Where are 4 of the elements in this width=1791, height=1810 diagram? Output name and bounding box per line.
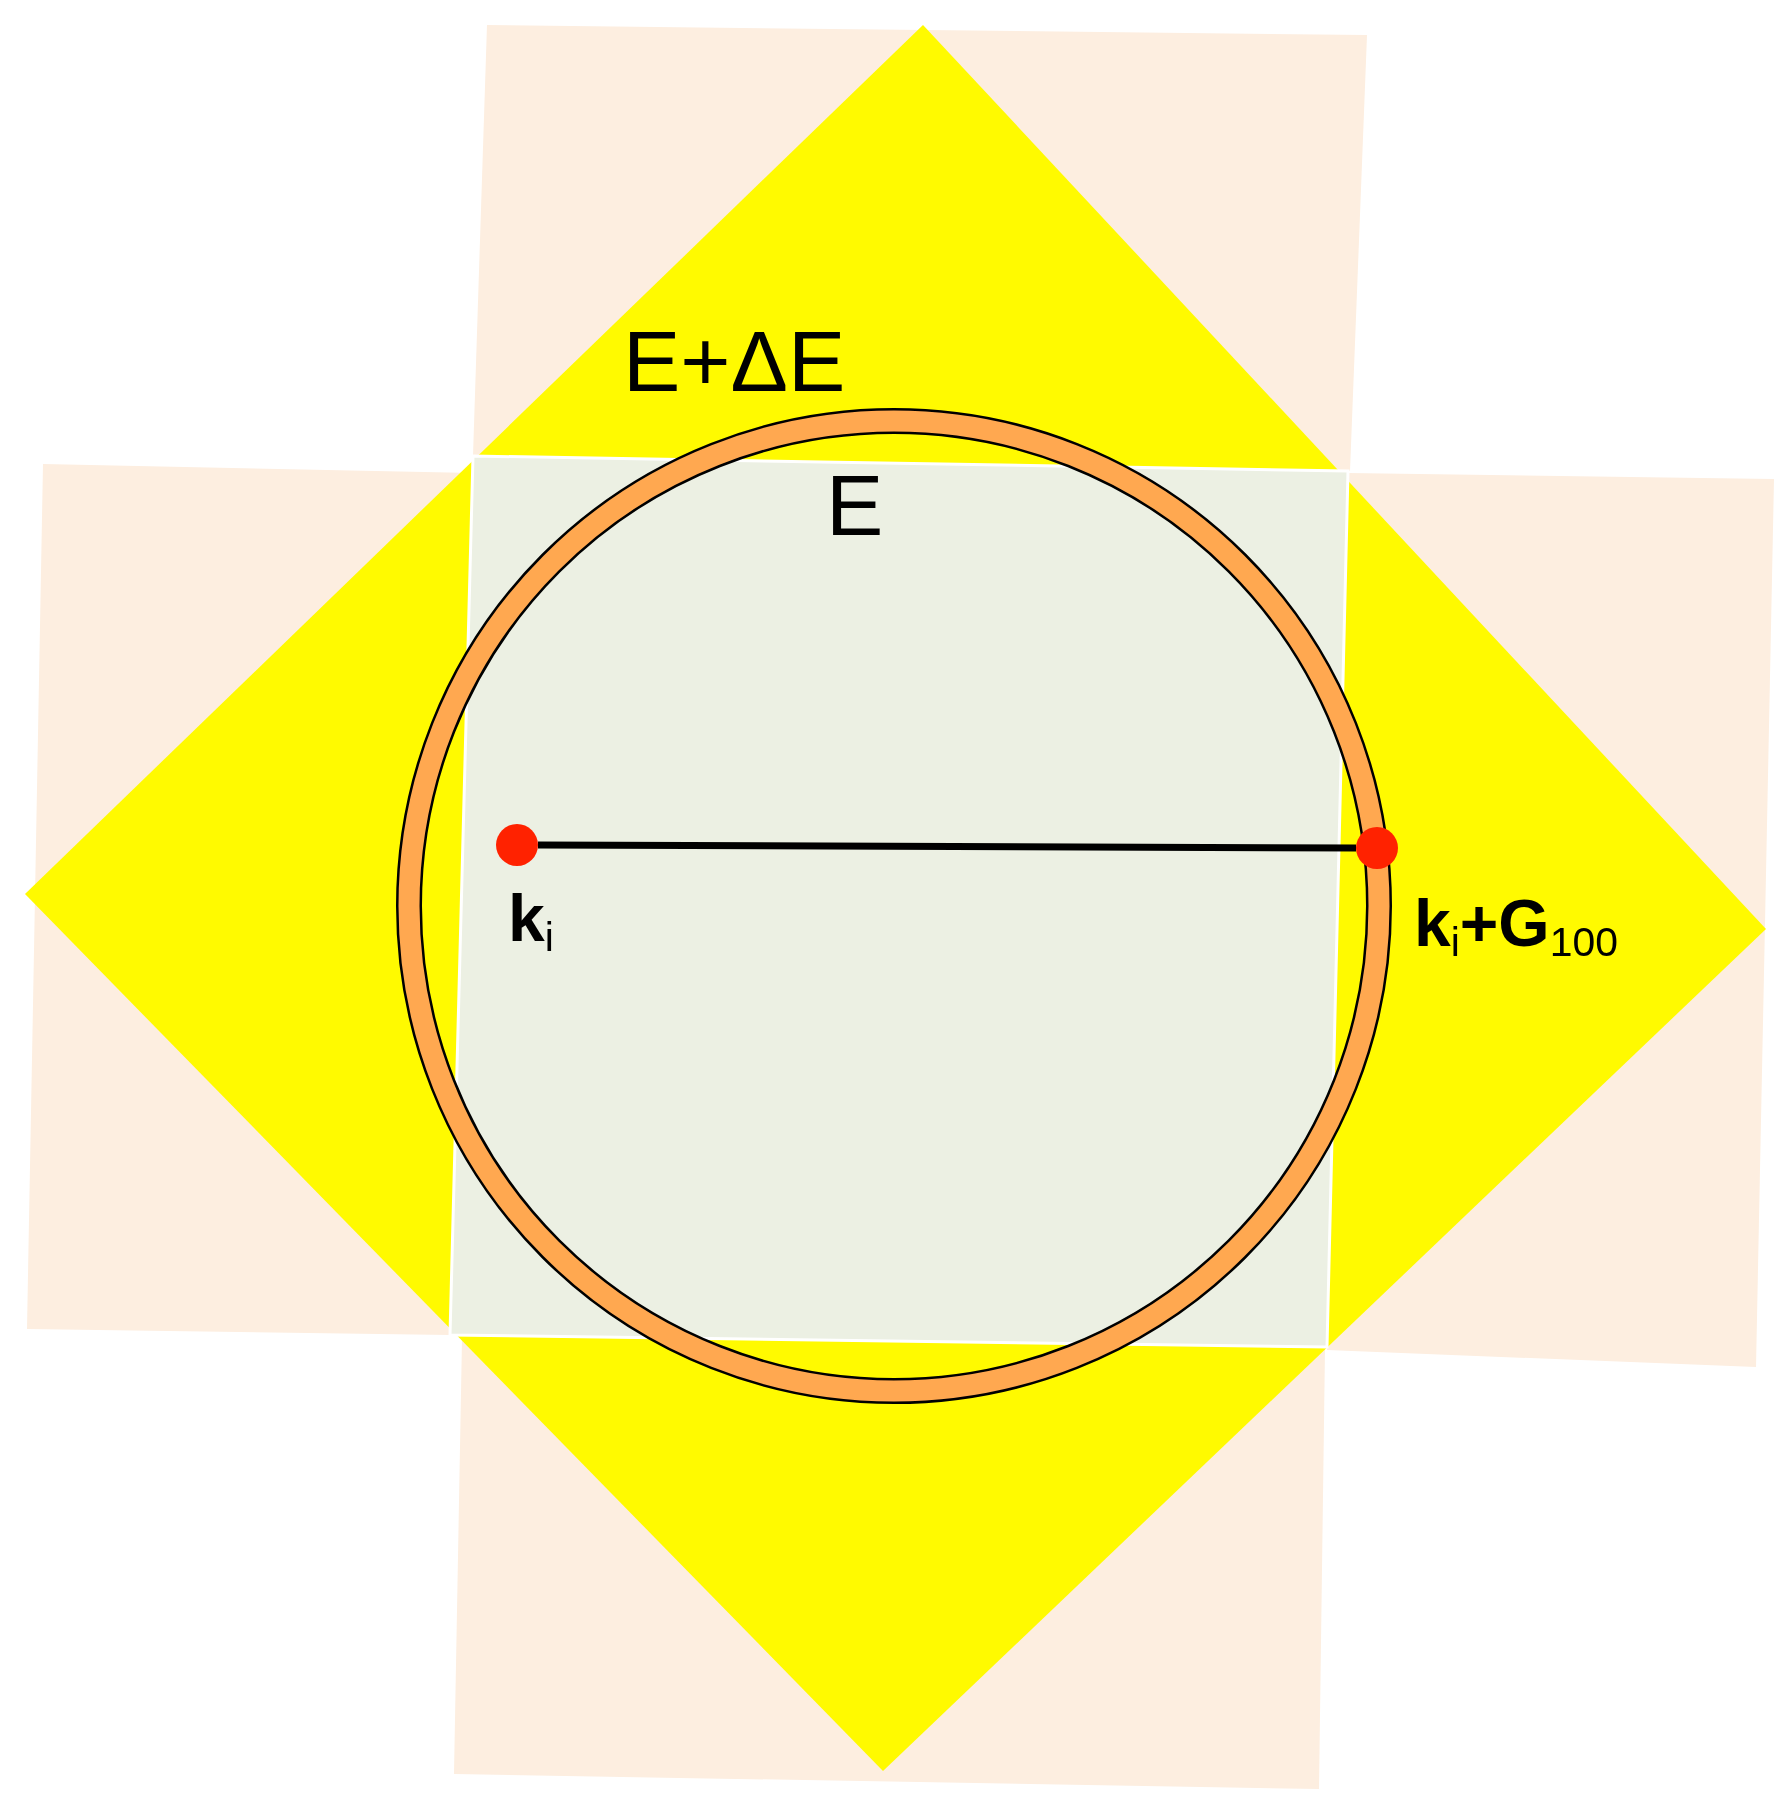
vector-label: k$_{i}$: [508, 885, 554, 959]
vector-label: k$_{i}$+G$_{100}$: [1414, 890, 1618, 964]
energy-label: E: [826, 462, 884, 548]
energy-label: E+ΔE: [623, 318, 846, 404]
